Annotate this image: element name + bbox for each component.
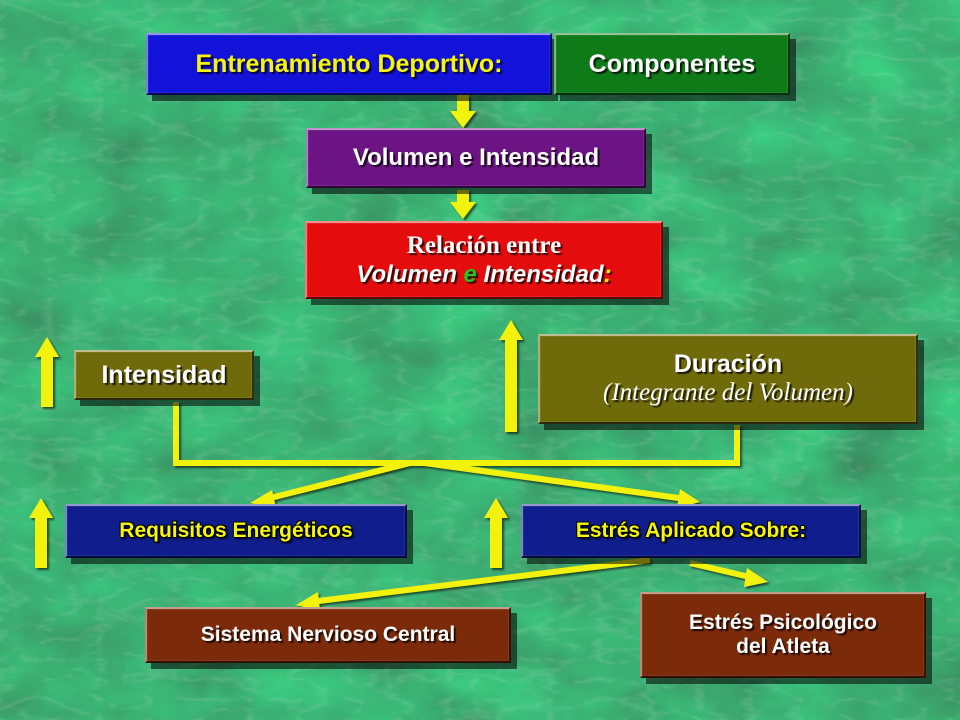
relacion-line2: Volumen e Intensidad: bbox=[356, 261, 611, 289]
relacion-colon: : bbox=[603, 260, 612, 288]
volumen-intensidad-text: Volumen e Intensidad bbox=[352, 144, 600, 172]
duracion-line1: Duración bbox=[673, 350, 783, 379]
estres-aplicado-text: Estrés Aplicado Sobre: bbox=[575, 518, 807, 542]
sistema-nervioso-box: Sistema Nervioso Central bbox=[145, 607, 511, 663]
volumen-intensidad-box: Volumen e Intensidad bbox=[306, 128, 646, 188]
relacion-e: e bbox=[463, 260, 477, 288]
relacion-line1: Relación entre bbox=[406, 231, 562, 259]
relacion-volumen: Volumen bbox=[356, 260, 464, 288]
componentes-box: Componentes bbox=[554, 33, 790, 95]
estres-aplicado-box: Estrés Aplicado Sobre: bbox=[521, 504, 861, 558]
title-text: Entrenamiento Deportivo: bbox=[195, 49, 503, 78]
relacion-box: Relación entre Volumen e Intensidad: bbox=[305, 221, 663, 299]
componentes-text: Componentes bbox=[588, 49, 756, 78]
sistema-nervioso-text: Sistema Nervioso Central bbox=[200, 622, 456, 646]
estres-psicologico-line1: Estrés Psicológico bbox=[689, 610, 877, 634]
relacion-intensidad: Intensidad bbox=[476, 260, 604, 288]
estres-psicologico-box: Estrés Psicológico del Atleta bbox=[640, 592, 926, 678]
requisitos-box: Requisitos Energéticos bbox=[65, 504, 407, 558]
requisitos-text: Requisitos Energéticos bbox=[119, 518, 353, 542]
title-box: Entrenamiento Deportivo: bbox=[146, 33, 552, 95]
intensidad-text: Intensidad bbox=[101, 360, 227, 389]
intensidad-box: Intensidad bbox=[74, 350, 254, 400]
estres-psicologico-line2: del Atleta bbox=[736, 635, 830, 658]
duracion-line2: (Integrante del Volumen) bbox=[603, 379, 853, 406]
duracion-box: Duración (Integrante del Volumen) bbox=[538, 334, 918, 424]
